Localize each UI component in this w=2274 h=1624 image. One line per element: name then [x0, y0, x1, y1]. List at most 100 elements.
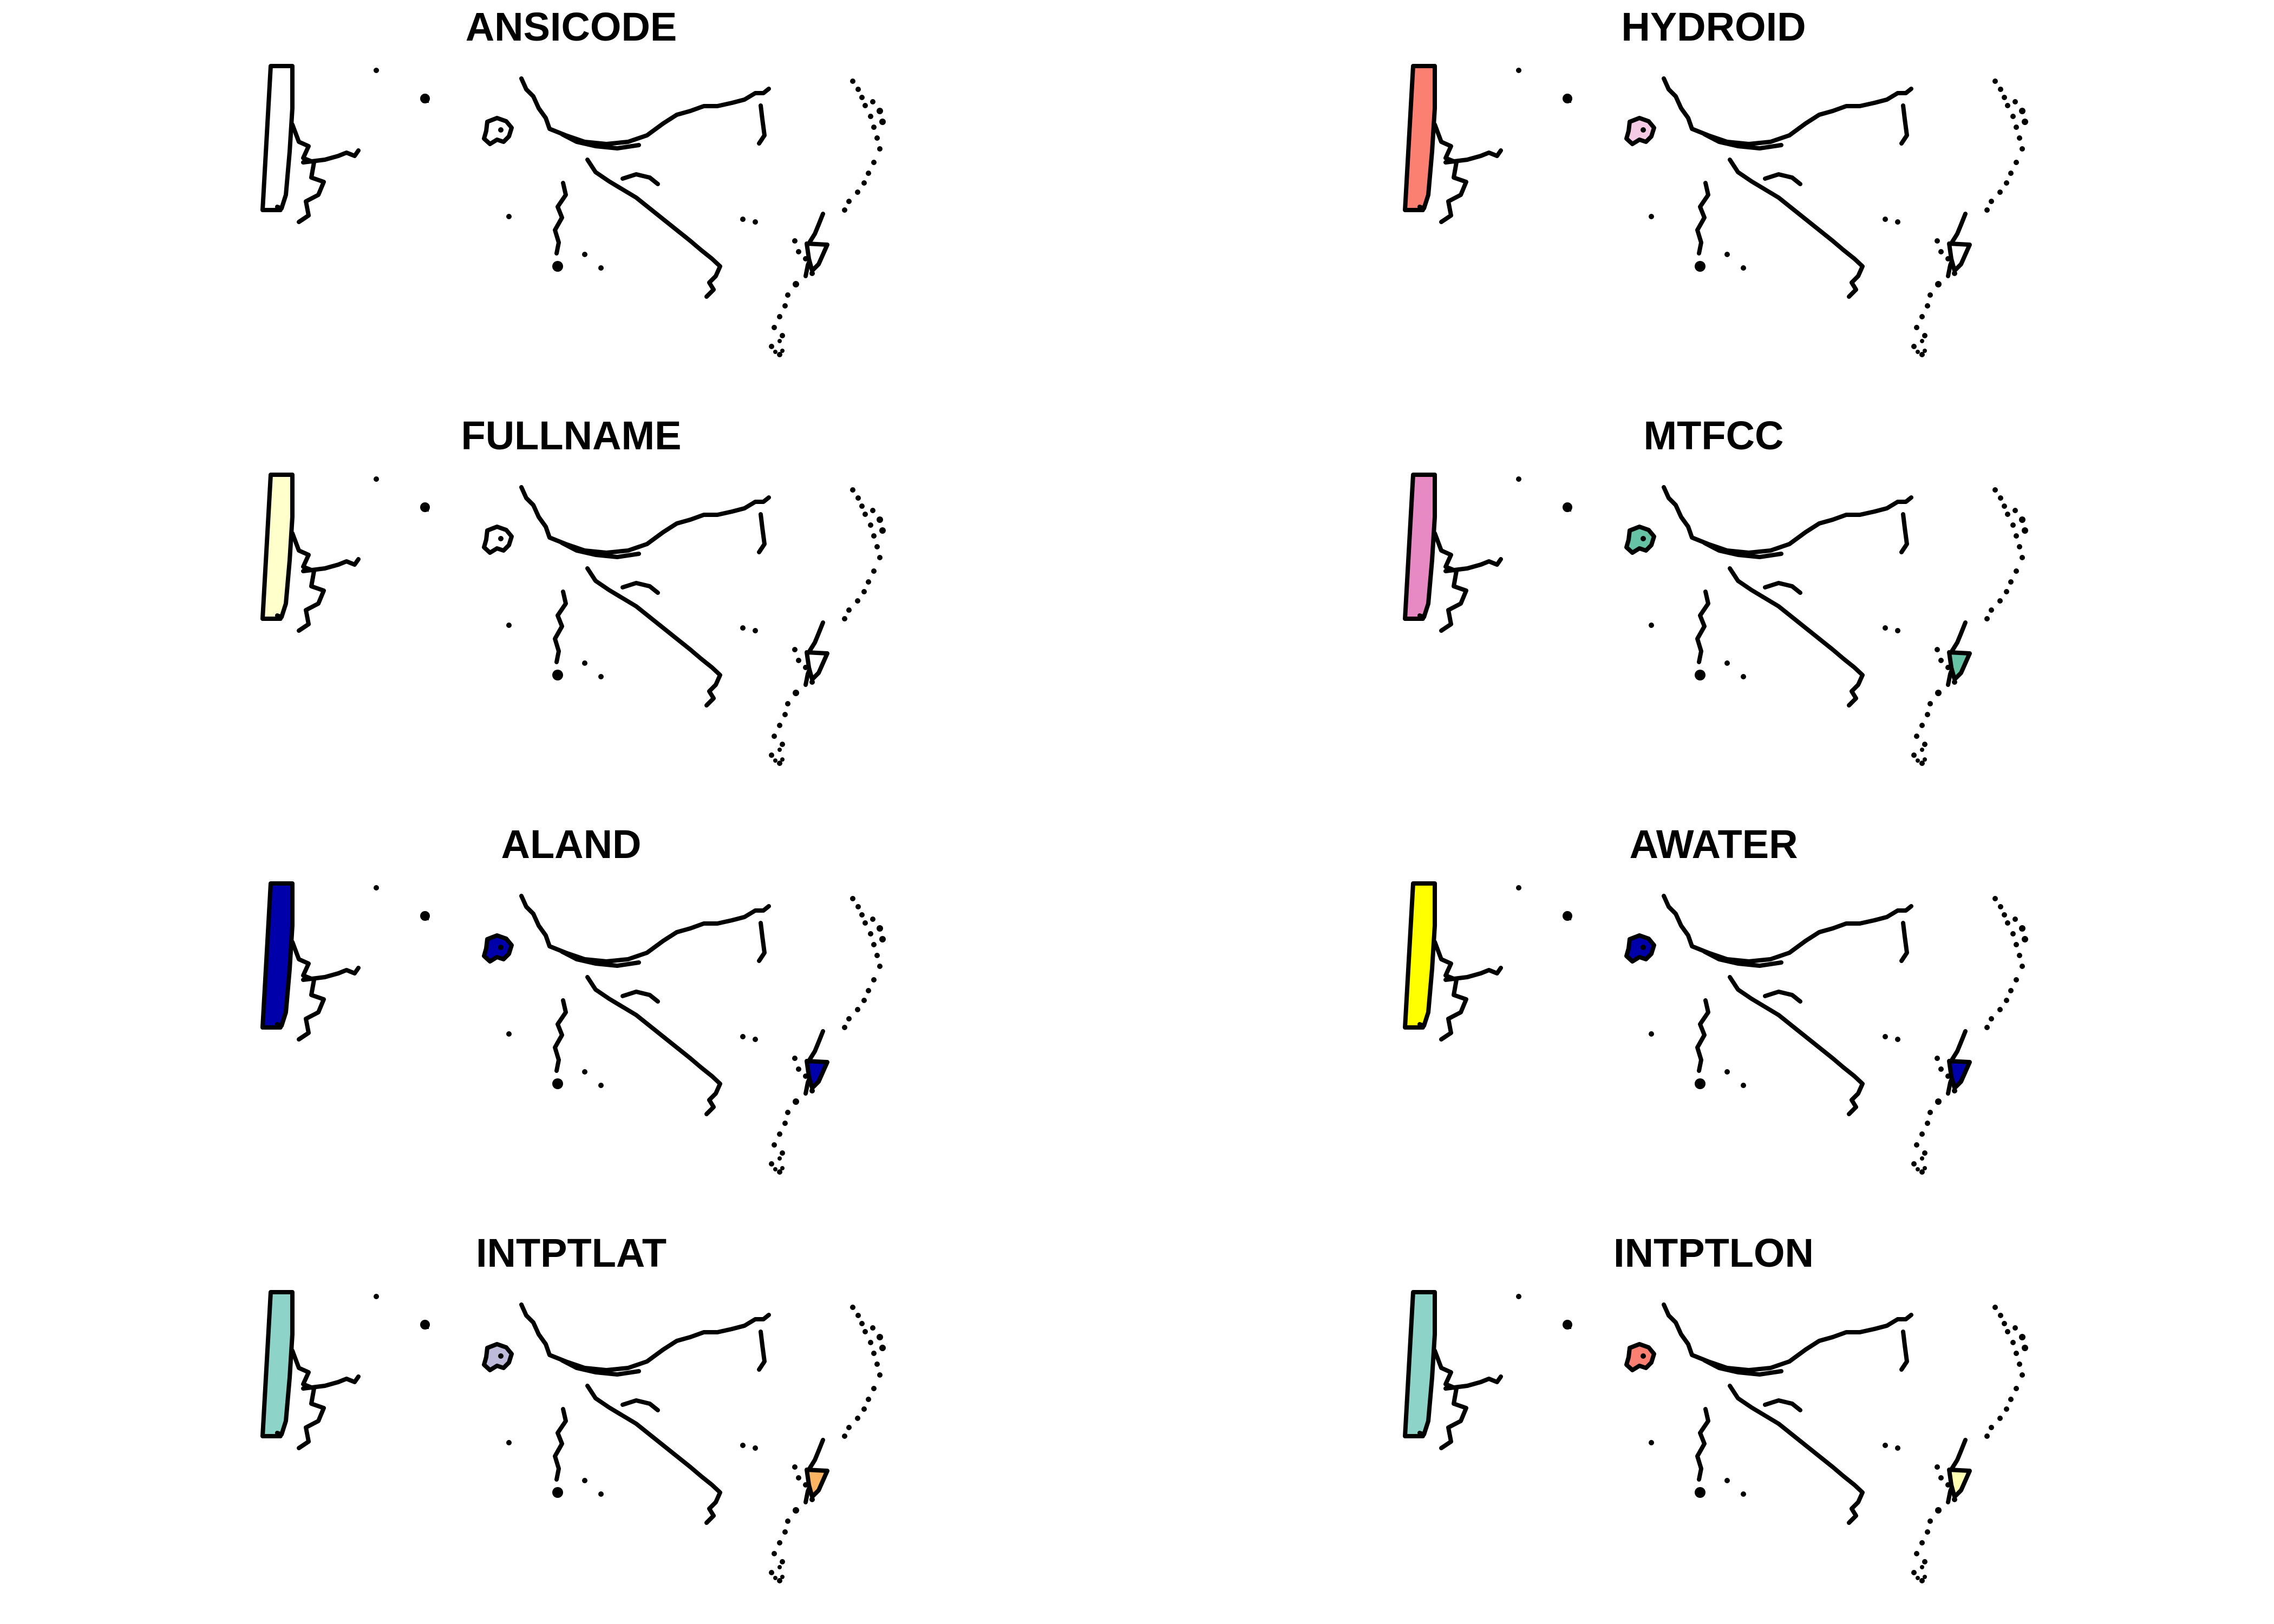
island-dot — [846, 199, 852, 204]
island-dot — [1922, 333, 1927, 338]
island-dot — [2008, 579, 2014, 585]
island-dot — [582, 660, 587, 666]
island-dot — [2022, 1345, 2028, 1351]
island-dot — [1516, 1294, 1521, 1299]
island-dot — [796, 1475, 801, 1481]
coastline-3 — [519, 76, 771, 146]
island-dot — [870, 1325, 875, 1331]
island-dot — [846, 607, 852, 613]
coastline-7 — [1695, 181, 1710, 256]
island-dot — [785, 1518, 790, 1524]
island-dot — [1938, 249, 1944, 254]
island-dot — [1919, 314, 1925, 319]
island-dot — [861, 180, 867, 186]
island-dot — [780, 757, 785, 762]
island-dot — [506, 623, 512, 628]
island-dot — [862, 1329, 868, 1334]
island-dot — [871, 160, 877, 165]
island-dot — [2020, 1372, 2025, 1378]
coastline-5 — [585, 975, 722, 1116]
island-dot — [871, 942, 877, 947]
map-panel-mtfcc: MTFCC — [1403, 413, 2028, 766]
coastline-8 — [1899, 921, 1909, 963]
coastline-7 — [1695, 590, 1710, 664]
island-dot — [1919, 1540, 1925, 1546]
island-dot — [855, 87, 861, 92]
island-dot — [793, 1507, 799, 1514]
island-dot — [1649, 1440, 1654, 1445]
lake-polygon — [1624, 1342, 1656, 1372]
coastline-5 — [1728, 1384, 1865, 1525]
island-dot — [1923, 1166, 1927, 1170]
island-dot — [773, 758, 777, 763]
island-dot — [2014, 1386, 2019, 1391]
inlet-polygon — [1947, 650, 1972, 682]
island-dot — [1945, 256, 1951, 261]
island-dot — [2022, 527, 2028, 534]
coastline-6 — [1763, 990, 1802, 1004]
strip-polygon — [260, 881, 295, 1030]
coastline-8 — [757, 1330, 767, 1372]
island-dot — [506, 214, 512, 219]
island-dot — [1992, 1305, 1998, 1310]
coastline-4 — [1702, 949, 1783, 968]
island-dot — [861, 1406, 867, 1412]
island-dot — [792, 1464, 798, 1470]
coastline-7 — [1695, 998, 1710, 1073]
coastline-1 — [1433, 940, 1468, 1042]
coastline-3 — [1662, 76, 1913, 146]
island-dot — [793, 1098, 799, 1105]
island-dot — [2010, 1340, 2016, 1345]
island-dot — [506, 1440, 512, 1445]
island-dot — [809, 679, 815, 685]
island-dot — [803, 256, 808, 261]
island-dot — [2004, 180, 2009, 186]
strip-polygon — [1403, 881, 1437, 1030]
island-dot — [1919, 1169, 1925, 1175]
island-dot — [850, 896, 855, 901]
island-dot — [861, 998, 867, 1003]
strip-polygon — [260, 473, 295, 621]
island-dot — [2017, 544, 2022, 549]
island-dot — [2012, 99, 2018, 104]
coastline-6 — [620, 990, 660, 1004]
coastline-5 — [1728, 158, 1865, 299]
island-dot — [2014, 977, 2019, 983]
island-dot — [2014, 533, 2019, 539]
island-dot — [506, 1031, 512, 1037]
map-panel-aland: ALAND — [260, 822, 886, 1175]
island-dot — [1945, 1073, 1951, 1079]
island-dot — [877, 108, 883, 114]
island-dot — [2010, 931, 2016, 937]
inlet-polygon — [1947, 1468, 1972, 1499]
island-dot — [1925, 1121, 1930, 1126]
island-dot — [780, 742, 785, 747]
coastline-5 — [1728, 566, 1865, 708]
island-dot — [874, 953, 880, 958]
inlet-polygon — [1947, 1059, 1972, 1090]
island-dot — [582, 252, 587, 257]
island-dot — [809, 1497, 815, 1502]
island-dot — [1895, 1445, 1900, 1451]
island-dot — [1938, 658, 1944, 663]
island-dot — [1997, 189, 2003, 195]
island-dot — [1741, 674, 1746, 679]
island-dot — [1916, 1576, 1920, 1580]
island-dot — [1984, 207, 1990, 213]
island-dot — [785, 292, 790, 298]
island-dot — [2005, 512, 2010, 517]
island-dot — [874, 544, 880, 549]
island-dot — [870, 916, 875, 922]
island-dot — [772, 734, 777, 739]
island-dot — [793, 690, 799, 696]
island-dot — [1563, 94, 1572, 103]
coastline-7 — [1695, 1407, 1710, 1482]
island-dot — [1925, 1529, 1930, 1535]
island-dot — [1895, 1037, 1900, 1042]
island-dot — [855, 1007, 860, 1012]
coastline-1 — [290, 531, 326, 633]
coastline-8 — [757, 921, 767, 963]
island-dot — [1989, 1016, 1994, 1021]
island-dot — [740, 1443, 746, 1448]
island-dot — [1927, 292, 1933, 298]
